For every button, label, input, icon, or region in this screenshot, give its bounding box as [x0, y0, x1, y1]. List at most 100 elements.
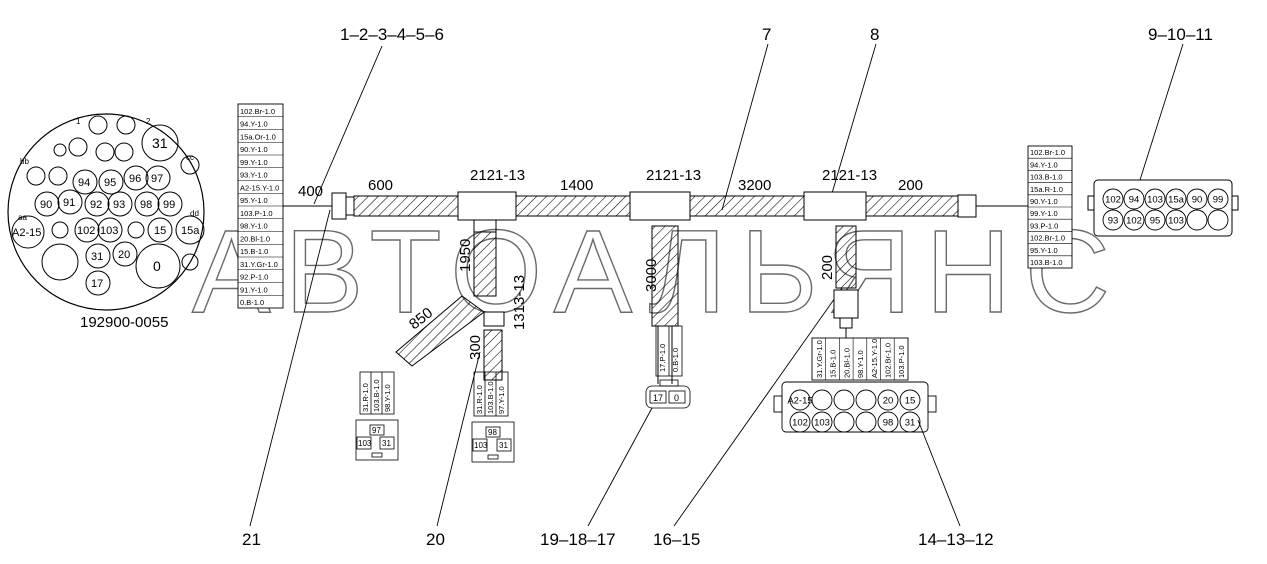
- relay-2-pin: 31: [499, 441, 508, 450]
- dim-200b: 200: [819, 255, 836, 280]
- wire-label-right: 103.B-1.0: [1030, 173, 1063, 182]
- rc-pin-17: 17: [91, 278, 103, 290]
- connector-pin: [1123, 188, 1145, 210]
- rc-pin-a2-15: A2-15: [12, 227, 41, 239]
- relay-2-pin: 98: [488, 428, 497, 437]
- rc-pin-20: 20: [118, 249, 130, 261]
- connector-pin-label: 93: [1108, 216, 1119, 227]
- rc-pin-90: 90: [40, 199, 52, 211]
- plug-small: [645, 325, 691, 409]
- callout-17-19: 19–18–17: [540, 530, 616, 549]
- relay-1-wire-label: 31.R-1.0: [361, 383, 370, 412]
- wire-label-left: 98.Y-1.0: [240, 222, 268, 231]
- connector-pin-label: 103: [814, 418, 830, 429]
- connector-pin: [1165, 188, 1187, 210]
- wire-label-left: A2-15.Y-1.0: [240, 183, 279, 192]
- rc-pin-2: 2: [146, 117, 151, 126]
- dim-1313-13: 1313-13: [511, 275, 528, 330]
- round-connector-part-number: 192900-0055: [80, 314, 168, 331]
- dim-200: 200: [898, 177, 923, 194]
- connector-pin: [877, 411, 899, 433]
- rc-pin-15: 15: [154, 225, 166, 237]
- relay-1: [355, 371, 399, 461]
- connector-pin: [855, 411, 877, 433]
- connector-bottom-right: [773, 337, 937, 433]
- wire-list-left: 102.Br-1.094.Y-1.015a.Or-1.090.Y-1.099.Y…: [237, 103, 284, 309]
- rc-pin-bb: bb: [20, 157, 29, 166]
- rc-pin-93: 93: [113, 199, 125, 211]
- connector-pin-label: 90: [1192, 195, 1203, 206]
- wire-label-right: 102.Br-1.0: [1030, 148, 1065, 157]
- rc-pin-1: 1: [76, 117, 81, 126]
- connector-pin-label: 102: [792, 418, 808, 429]
- plug-pin: 0: [674, 393, 679, 403]
- relay-1-wire-label: 103.B-1.0: [372, 379, 381, 412]
- branch-label-2: 2121-13: [646, 167, 701, 184]
- dim-1950: 1950: [457, 239, 474, 272]
- rc-pin-dd: dd: [190, 209, 199, 218]
- branch-label-1: 2121-13: [470, 167, 525, 184]
- rc-pin-15a: 15a: [181, 225, 200, 237]
- rc-pin-0: 0: [153, 258, 161, 274]
- dim-300: 300: [467, 335, 484, 360]
- connector-pin-label: A2-15: [787, 396, 812, 407]
- rc-pin-31: 31: [152, 135, 168, 151]
- wire-label-right: 95.Y-1.0: [1030, 246, 1058, 255]
- connector-pin-label: 102: [1105, 195, 1121, 206]
- connector-pin: [1207, 188, 1229, 210]
- callout-7: 7: [762, 25, 771, 44]
- round-connector: [7, 113, 205, 311]
- cbr-wire-label: 31.Y.Gr-1.0: [815, 340, 824, 378]
- relay-2-wire-label: 97.Y-1.0: [497, 386, 506, 414]
- connector-pin: [1102, 209, 1124, 231]
- rc-pin-91: 91: [63, 197, 75, 209]
- dim-1400: 1400: [560, 177, 593, 194]
- relay-2-wire-label: 31.R-1.0: [475, 385, 484, 414]
- wire-label-left: 102.Br-1.0: [240, 107, 275, 116]
- connector-pin-label: 94: [1129, 195, 1140, 206]
- connector-pin: [899, 411, 921, 433]
- cbr-wire-label: 15.B-1.0: [829, 350, 838, 378]
- callout-12-14: 14–13–12: [918, 530, 994, 549]
- connector-pin: [789, 411, 811, 433]
- connector-pin-label: 20: [883, 396, 894, 407]
- wire-label-left: 92.P-1.0: [240, 273, 268, 282]
- cbr-wire-label: 98.Y-1.0: [856, 350, 865, 378]
- connector-pin: [1144, 188, 1166, 210]
- cbr-wire-label: 20.Bl-1.0: [842, 348, 851, 378]
- rc-pin-99: 99: [163, 199, 175, 211]
- wire-label-left: 15a.Or-1.0: [240, 132, 276, 141]
- wire-label-left: 15.B-1.0: [240, 247, 268, 256]
- wire-label-right: 102.Br-1.0: [1030, 234, 1065, 243]
- callout-15-16: 16–15: [653, 530, 700, 549]
- cbr-wire-label: 103.P-1.0: [897, 345, 906, 378]
- callouts: [249, 43, 1184, 527]
- wire-label-right: 15a.R-1.0: [1030, 185, 1063, 194]
- cbr-wire-label: 102.Br-1.0: [884, 343, 893, 378]
- connector-pin: [1207, 209, 1229, 231]
- wire-label-left: 99.Y-1.0: [240, 158, 268, 167]
- rc-pin-95: 95: [104, 177, 116, 189]
- wire-label-left: 95.Y-1.0: [240, 196, 268, 205]
- callout-21: 21: [242, 530, 261, 549]
- branch-label-3: 2121-13: [822, 167, 877, 184]
- wire-label-left: 0.B-1.0: [240, 298, 264, 307]
- plug-wire-label: 17.P-1.0: [658, 344, 667, 372]
- main-trunk: [283, 191, 1028, 384]
- connector-pin: [899, 389, 921, 411]
- connector-pin-label: 103: [1147, 195, 1163, 206]
- connector-pin: [789, 389, 811, 411]
- wire-label-right: 103.B-1.0: [1030, 258, 1063, 267]
- connector-pin: [811, 411, 833, 433]
- rc-pin-cc: cc: [186, 153, 194, 162]
- connector-pin: [855, 389, 877, 411]
- connector-pin: [1186, 209, 1208, 231]
- dim-400: 400: [298, 183, 323, 200]
- relay-1-wire-label: 98.Y-1.0: [383, 384, 392, 412]
- wire-label-left: 94.Y-1.0: [240, 120, 268, 129]
- connector-pin-label: 15a: [1168, 195, 1185, 206]
- wire-label-left: 93.Y-1.0: [240, 171, 268, 180]
- dim-600: 600: [368, 177, 393, 194]
